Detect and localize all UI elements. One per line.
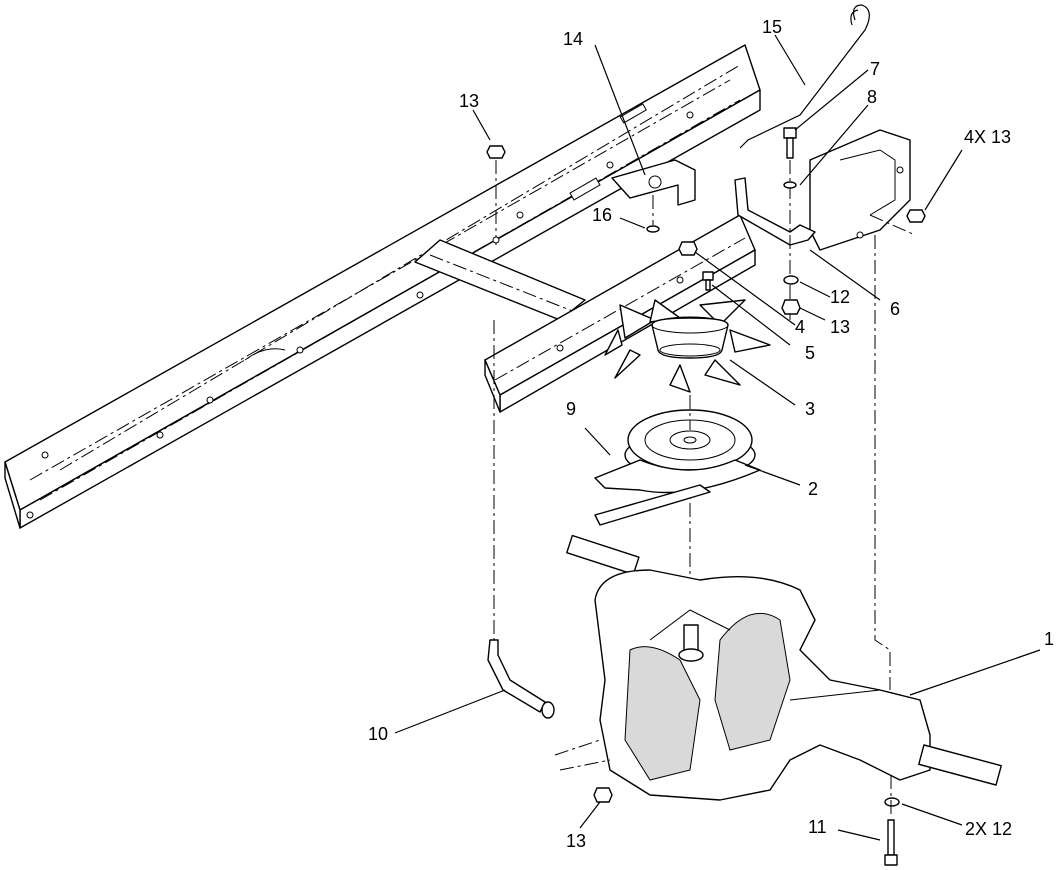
hardware-bolt-11 [884, 775, 898, 866]
hardware-washer-8 [783, 181, 797, 189]
transaxle-part-1 [554, 235, 1002, 801]
callout-14: 14 [563, 29, 584, 49]
callout-11: 11 [808, 817, 827, 837]
hardware-screw-5 [702, 271, 714, 291]
frame-bracket-right [809, 129, 916, 251]
callout-2: 2 [808, 479, 819, 499]
callout-3: 3 [805, 399, 816, 419]
hardware-nut-13-center [781, 299, 801, 315]
hardware-washer-12 [783, 275, 799, 285]
callout-13-top: 13 [459, 91, 480, 111]
callout-6: 6 [890, 299, 901, 319]
lever-part-6 [734, 177, 816, 246]
callout-9: 9 [566, 399, 577, 419]
hardware-nut-13-right [906, 209, 926, 223]
hardware-nut-4 [678, 241, 698, 256]
callout-8: 8 [867, 87, 878, 107]
callout-12: 12 [830, 287, 851, 307]
callout-5: 5 [805, 343, 816, 363]
callout-1: 1 [1044, 629, 1055, 649]
frame-rail-left [4, 44, 761, 529]
callout-15: 15 [762, 17, 783, 37]
fan-part-3 [604, 299, 771, 393]
hardware-washer-16 [646, 195, 660, 233]
hardware-washer-12-bottom [884, 797, 900, 807]
bracket-part-14 [611, 159, 696, 206]
hardware-nut-13-bottom [593, 787, 613, 803]
callout-4x13: 4X 13 [964, 127, 1012, 147]
callout-2x12: 2X 12 [965, 819, 1013, 839]
hardware-bolt-7 [783, 127, 797, 320]
belt-part-9 [594, 459, 761, 526]
callout-10: 10 [368, 724, 389, 744]
leader-lines [394, 34, 1041, 841]
cross-member [414, 239, 586, 321]
hardware-nut-13-top [486, 145, 506, 245]
rod-part-15 [739, 4, 870, 149]
callout-13-bottom: 13 [566, 831, 587, 851]
callout-4: 4 [795, 317, 806, 337]
callout-16: 16 [592, 205, 613, 225]
callout-7: 7 [870, 59, 881, 79]
callout-13-center: 13 [830, 317, 851, 337]
tube-part-10 [487, 320, 555, 719]
